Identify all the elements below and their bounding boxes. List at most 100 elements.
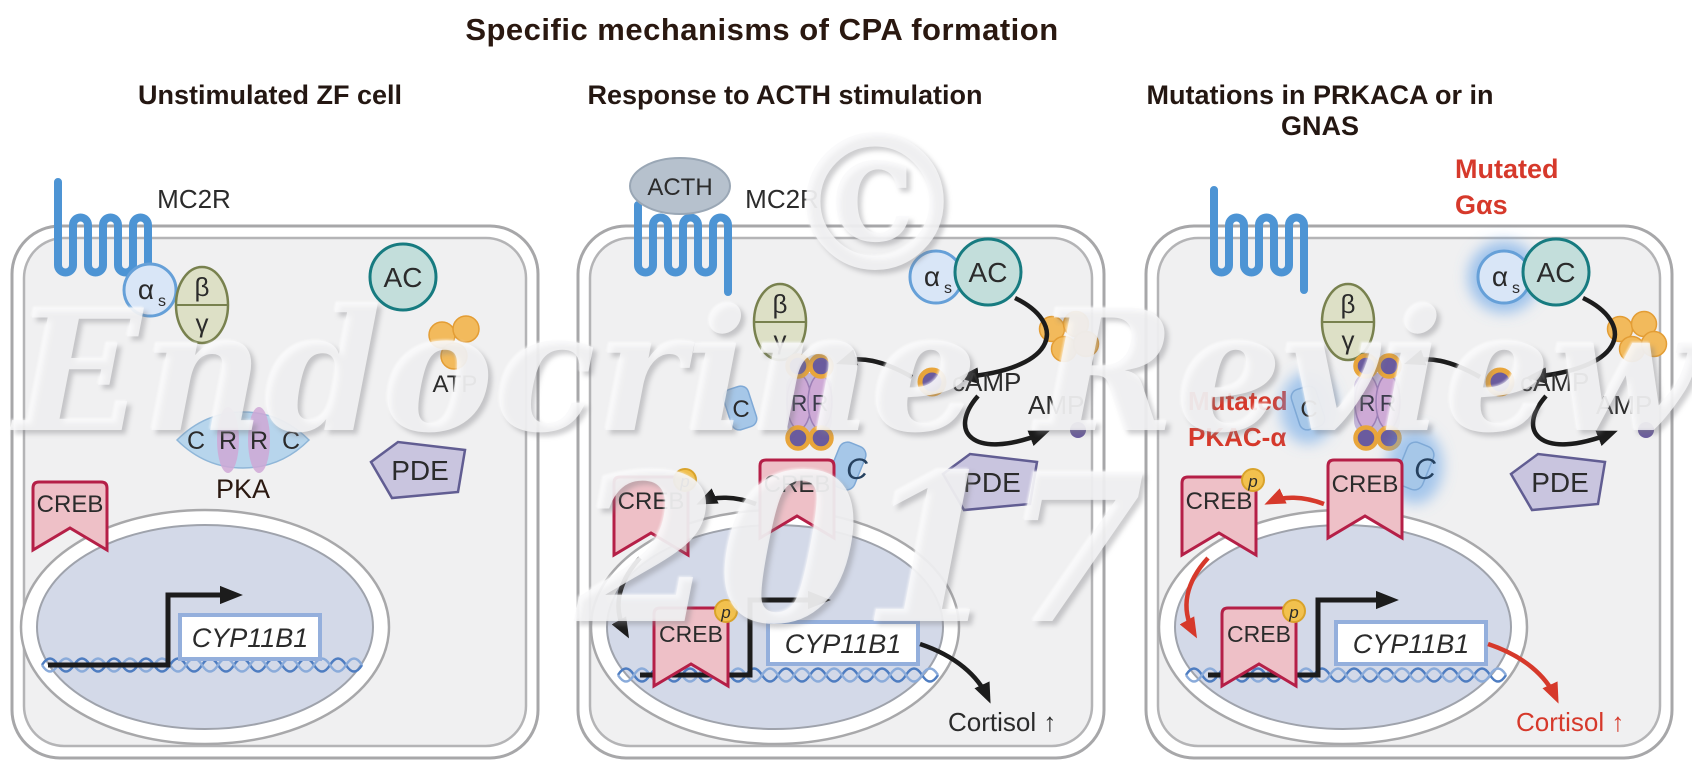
atp-molecule	[1050, 335, 1078, 363]
panel2-heading: Response to ACTH stimulation	[587, 80, 983, 110]
camp-bound	[785, 353, 811, 379]
adenylyl-cyclase	[953, 237, 1023, 307]
amp-label: AMP	[1596, 390, 1652, 420]
camp-bound	[808, 425, 834, 451]
gene-label: CYP11B1	[192, 623, 309, 653]
c-free-left-letter: C	[1300, 396, 1317, 423]
creb-nuclear-label: CREB	[659, 621, 723, 647]
c-subunit-free	[722, 385, 758, 431]
camp-bound	[1353, 425, 1379, 451]
creb-label: CREB	[37, 491, 104, 518]
promoter-arrow	[1208, 590, 1399, 678]
c-free-right-letter: C	[846, 453, 868, 486]
phospho-letter: p	[1288, 603, 1298, 622]
pde-enzyme	[369, 440, 467, 500]
g-beta-letter: β	[195, 272, 210, 302]
pka-r-subunit	[217, 407, 239, 473]
pde-enzyme	[941, 452, 1039, 512]
g-gamma-letter: γ	[1342, 325, 1355, 355]
g-alpha-sub-letter: s	[158, 293, 166, 310]
g-alpha-sub-letter: s	[944, 280, 952, 297]
g-gamma-letter: γ	[196, 308, 209, 338]
adenylyl-cyclase	[1521, 237, 1591, 307]
acth-ligand	[629, 157, 731, 215]
promoter-arrow	[48, 585, 243, 668]
atp-molecule	[1618, 335, 1646, 363]
camp-bound	[785, 425, 811, 451]
camp-to-amp-arrow	[962, 394, 1050, 447]
atp-molecule	[452, 315, 480, 343]
atp-label: ATP	[433, 371, 478, 398]
mc2r-receptor-icon	[1210, 186, 1308, 294]
creb-label: CREB	[764, 471, 831, 498]
g-gamma-letter: γ	[774, 325, 787, 355]
pka-r-right-letter: R	[250, 427, 268, 455]
atp-molecule	[1640, 330, 1668, 358]
gene-box	[178, 613, 322, 661]
pde-label: PDE	[963, 467, 1021, 498]
mutated-gas-label-line2: Gαs	[1455, 190, 1508, 220]
ac-label: AC	[384, 262, 423, 293]
pka-r-left-letter: R	[219, 427, 237, 455]
mutated-pkac-label-line1: Mutated	[1188, 386, 1288, 416]
pka-c-left-letter: C	[187, 427, 205, 455]
camp-molecule	[1485, 367, 1515, 397]
phospho-badge	[714, 599, 738, 623]
creb-protein	[758, 458, 836, 541]
figure-title: Specific mechanisms of CPA formation	[465, 12, 1059, 47]
amp-label: AMP	[1028, 390, 1084, 420]
camp-to-amp-arrow	[1530, 394, 1618, 447]
panel1-heading: Unstimulated ZF cell	[137, 80, 403, 110]
panel3-diagram: CYP11B1 CREB p Mutated Gαs β γ α s AC cA…	[1144, 154, 1674, 760]
camp-label: cAMP	[1520, 367, 1589, 397]
mutated-gas-label-line1: Mutated	[1455, 154, 1559, 184]
c-subunit-mutated	[1290, 385, 1326, 431]
mutated-pkac-label-line2: PKAC-α	[1188, 422, 1286, 452]
c-subunit-mutated	[1395, 441, 1435, 491]
r-right-letter: R	[1380, 390, 1397, 416]
g-alpha-letter: α	[138, 274, 154, 305]
pde-label: PDE	[1531, 467, 1589, 498]
camp-bound	[1353, 353, 1379, 379]
r-left-letter: R	[1359, 390, 1376, 416]
panel2-diagram: CYP11B1 CREB p ACTH MC2R β γ α s AC cAMP	[576, 157, 1106, 760]
camp-bound	[808, 353, 834, 379]
phospho-badge	[1282, 599, 1306, 623]
amp-molecule	[1638, 422, 1654, 438]
gene-box	[766, 620, 920, 666]
cortisol-label: Cortisol ↑	[948, 707, 1056, 737]
receptor-label: MC2R	[157, 184, 231, 214]
pde-enzyme	[1509, 452, 1607, 512]
camp-bound	[1376, 353, 1402, 379]
gene-label: CYP11B1	[785, 629, 902, 659]
g-beta-letter: β	[773, 289, 788, 319]
creb-phosphorylation-arrow	[696, 488, 757, 507]
atp-molecule	[1072, 330, 1100, 358]
r-left-letter: R	[791, 390, 808, 416]
cortisol-arrow-red	[1487, 641, 1559, 704]
r-right-letter: R	[812, 390, 829, 416]
atp-molecule	[440, 342, 468, 370]
creb-protein	[31, 480, 109, 553]
camp-to-rr-arrow	[1404, 349, 1482, 379]
c-free-right-letter: C	[1414, 453, 1436, 486]
ac-to-camp-arrow	[957, 295, 1050, 384]
panel3-heading: Mutations in PRKACA or in GNAS	[1146, 80, 1494, 141]
mc2r-receptor-icon	[54, 178, 152, 277]
phospho-badge	[673, 468, 697, 492]
creb-phosphorylation-arrow-red	[1264, 488, 1325, 507]
phospho-letter: p	[1247, 472, 1257, 491]
ac-label: AC	[969, 257, 1008, 288]
camp-molecule	[917, 367, 947, 397]
phospho-letter: p	[720, 603, 730, 622]
c-subunit-free	[827, 441, 867, 491]
amp-molecule	[1070, 422, 1086, 438]
cortisol-label: Cortisol ↑	[1516, 707, 1624, 737]
g-alpha-letter: α	[1492, 261, 1508, 292]
creb-nuclear-label: CREB	[1227, 621, 1291, 647]
camp-to-rr-arrow	[836, 349, 914, 379]
creb-protein	[1326, 458, 1404, 541]
g-alpha-s-subunit	[122, 262, 178, 318]
gene-label: CYP11B1	[1353, 629, 1470, 659]
